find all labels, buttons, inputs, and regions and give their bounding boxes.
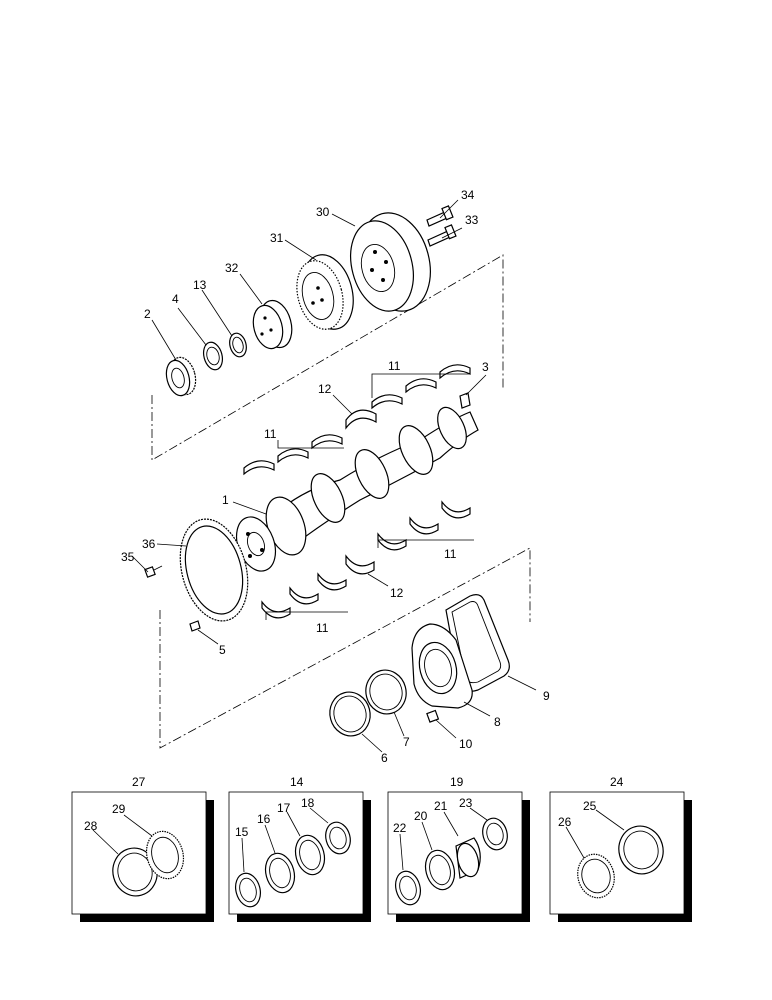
bolt-35 (144, 565, 163, 578)
callout-28: 28 (84, 819, 98, 833)
callout-23: 23 (459, 796, 473, 810)
callout-7: 7 (403, 735, 410, 749)
panel-title-24: 24 (610, 775, 624, 789)
callout-18: 18 (301, 796, 315, 810)
bolt-10 (426, 709, 440, 723)
callout-11-bottom: 11 (316, 621, 329, 635)
callout-6: 6 (381, 751, 388, 765)
inset-panel-24: 24 26 25 (549, 775, 692, 922)
panel-title-19: 19 (450, 775, 464, 789)
ring-16 (264, 852, 296, 894)
damper-pulley-30 (350, 212, 431, 312)
tone-wheel-31 (296, 254, 354, 330)
seal-28 (112, 847, 158, 897)
callout-34: 34 (461, 188, 475, 202)
callout-11-top: 11 (388, 359, 401, 373)
callout-10: 10 (459, 737, 473, 751)
lower-bearing-shells (261, 500, 471, 619)
callout-22: 22 (393, 821, 407, 835)
callout-15: 15 (235, 825, 249, 839)
callout-11-left: 11 (264, 427, 277, 441)
callout-31: 31 (270, 231, 284, 245)
inset-panel-14: 14 15 16 17 18 (228, 775, 371, 922)
sleeve-21 (455, 837, 481, 879)
callout-labels: 30 34 33 31 32 13 4 2 11 3 12 11 1 36 11… (121, 188, 550, 765)
leader-lines (131, 199, 537, 753)
key-3 (459, 392, 471, 409)
panel-title-27: 27 (132, 775, 146, 789)
callout-30: 30 (316, 205, 330, 219)
callout-12-lower: 12 (390, 586, 404, 600)
callout-12-upper: 12 (318, 382, 332, 396)
gear-2 (165, 356, 197, 397)
dowel-5 (189, 620, 201, 632)
bolt-33 (427, 224, 457, 247)
callout-4: 4 (172, 292, 179, 306)
ring-20 (424, 849, 456, 891)
callout-21: 21 (434, 799, 448, 813)
seal-7 (365, 669, 407, 715)
seal-25 (618, 825, 664, 875)
ring-22 (395, 870, 421, 906)
callout-35: 35 (121, 550, 135, 564)
callout-29: 29 (112, 802, 126, 816)
thrust-shell-12-upper (345, 409, 377, 430)
callout-17: 17 (277, 801, 291, 815)
lower-assembly-outline (159, 547, 531, 749)
callout-5: 5 (219, 643, 226, 657)
thrust-shell-12-lower (345, 554, 375, 575)
callout-11-right: 11 (444, 547, 457, 561)
callout-36: 36 (142, 537, 156, 551)
ring-15 (235, 872, 261, 908)
inset-panel-27: 27 28 29 (71, 775, 214, 922)
callout-32: 32 (225, 261, 239, 275)
ring-4 (202, 341, 224, 371)
callout-33: 33 (465, 213, 479, 227)
callout-16: 16 (257, 812, 271, 826)
callout-25: 25 (583, 799, 597, 813)
upper-assembly-outline (151, 254, 504, 461)
hub-32 (252, 299, 293, 350)
ring-17 (294, 834, 326, 876)
panel-title-14: 14 (290, 775, 304, 789)
callout-20: 20 (414, 809, 428, 823)
ring-gear-36 (179, 518, 249, 622)
callout-8: 8 (494, 715, 501, 729)
callout-1: 1 (222, 493, 229, 507)
seal-29 (145, 830, 185, 880)
callout-26: 26 (558, 815, 572, 829)
seal-26 (577, 853, 615, 899)
seal-6 (329, 691, 371, 737)
callout-2: 2 (144, 307, 151, 321)
seal-housing-8 (411, 623, 473, 709)
inset-panel-19: 19 22 20 21 23 (387, 775, 530, 922)
upper-bearing-shells (243, 364, 471, 476)
crankshaft-1 (235, 406, 479, 572)
callout-13: 13 (193, 278, 207, 292)
callout-3: 3 (482, 360, 489, 374)
ring-13 (229, 332, 247, 358)
callout-9: 9 (543, 689, 550, 703)
